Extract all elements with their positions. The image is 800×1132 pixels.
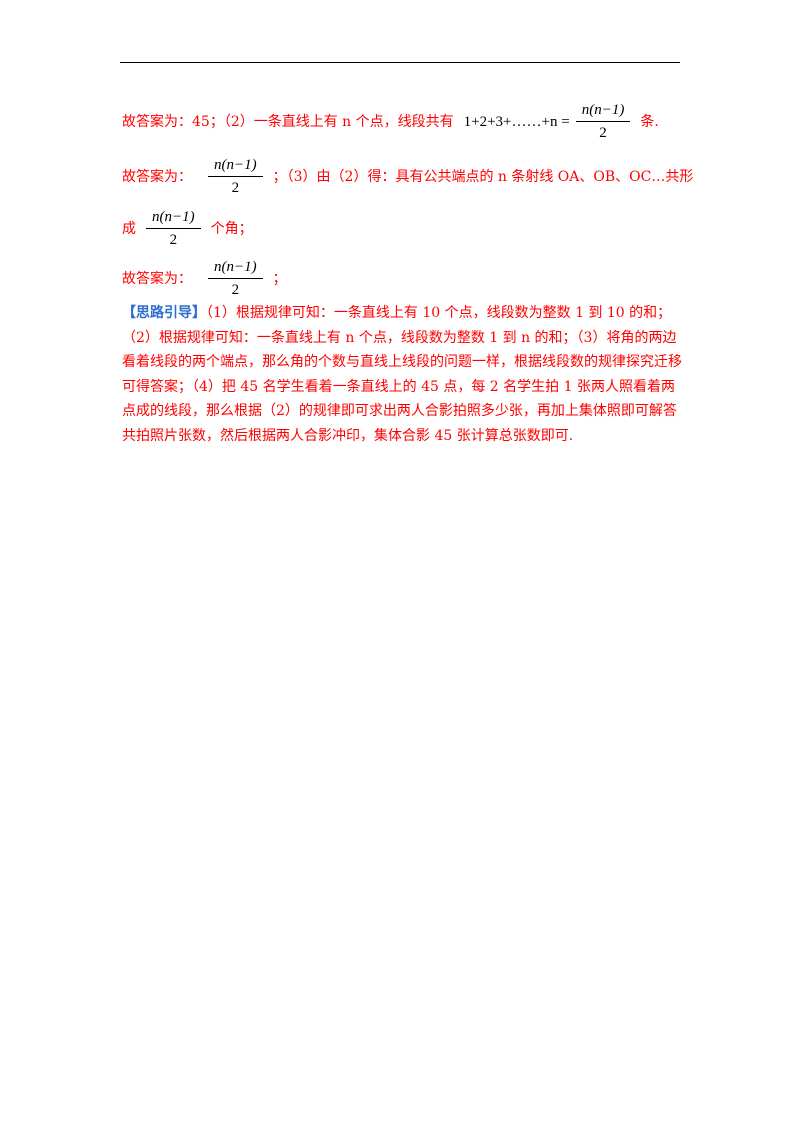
fraction-denominator: 2 <box>231 180 240 196</box>
sum-formula: 1+2+3+……+n = <box>463 113 570 130</box>
fraction-numerator: n(n−1) <box>575 101 631 122</box>
hint-body: （1）根据规律可知：一条直线上有 10 个点，线段数为整数 1 到 10 的和；… <box>122 305 682 444</box>
fraction-numerator: n(n−1) <box>208 156 263 177</box>
fraction-numerator: n(n−1) <box>146 208 201 229</box>
fraction-expression: n(n−1) 2 <box>140 208 207 249</box>
answer-suffix: ；（3）由（2）得：具有公共端点的 n 条射线 OA、OB、OC…共形 <box>272 168 694 185</box>
hint-label: 【思路引导】 <box>122 305 206 321</box>
answer-text-end: 条. <box>640 113 659 130</box>
fraction-expression: n(n−1) 2 <box>202 156 269 197</box>
fraction: n(n−1) 2 <box>208 156 263 197</box>
answer-prefix: 故答案为： <box>122 270 192 287</box>
answer-line-4: 故答案为： n(n−1) 2 ； <box>122 258 287 299</box>
answer-prefix: 故答案为： <box>122 168 192 185</box>
sum-expression: 1+2+3+……+n = n(n−1) 2 <box>464 101 637 142</box>
answer-line-1: 故答案为：45；（2）一条直线上有 n 个点，线段共有 1+2+3+……+n =… <box>122 101 659 142</box>
answer-line-2: 故答案为： n(n−1) 2 ；（3）由（2）得：具有公共端点的 n 条射线 O… <box>122 156 693 197</box>
header-rule <box>120 62 680 63</box>
answer-suffix: 个角； <box>210 220 253 237</box>
answer-suffix: ； <box>272 270 287 287</box>
fraction: n(n−1) 2 <box>146 208 201 249</box>
fraction-denominator: 2 <box>169 232 178 248</box>
answer-prefix: 成 <box>122 220 136 237</box>
fraction: n(n−1) 2 <box>208 258 263 299</box>
answer-text: 故答案为：45；（2）一条直线上有 n 个点，线段共有 <box>122 113 454 130</box>
fraction-expression: n(n−1) 2 <box>202 258 269 299</box>
fraction-denominator: 2 <box>599 125 607 141</box>
answer-line-3: 成 n(n−1) 2 个角； <box>122 208 253 249</box>
fraction-numerator: n(n−1) <box>208 258 263 279</box>
solution-hint: 【思路引导】（1）根据规律可知：一条直线上有 10 个点，线段数为整数 1 到 … <box>122 301 682 448</box>
fraction: n(n−1) 2 <box>575 101 631 142</box>
fraction-denominator: 2 <box>231 282 240 298</box>
